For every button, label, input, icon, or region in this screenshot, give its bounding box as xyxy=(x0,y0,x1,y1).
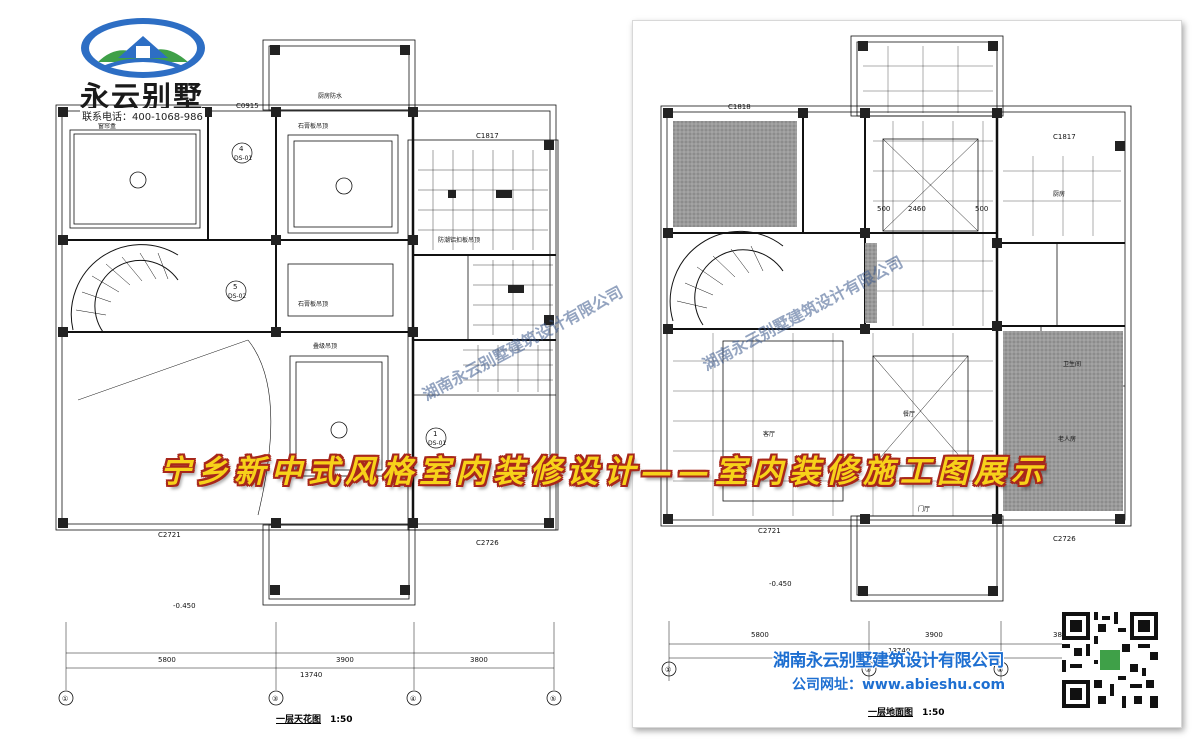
dimension-label: 2460 xyxy=(908,205,926,213)
ceiling-note: 厨房防水 xyxy=(318,92,342,100)
callout-ref: DS-01 xyxy=(428,440,446,447)
ceiling-note: 窗帘盒 xyxy=(98,122,116,130)
opening-label: C0915 xyxy=(236,102,259,110)
axis-label: ③ xyxy=(865,666,871,674)
brand-phone: 联系电话：400-1068-986 xyxy=(80,108,205,123)
opening-label: C1817 xyxy=(1053,133,1076,141)
headline-banner: 宁乡新中式风格室内装修设计——室内装修施工图展示 xyxy=(160,454,1048,490)
callout-number: 4 xyxy=(239,145,244,153)
qr-code-icon xyxy=(1062,612,1158,708)
ceiling-plan-drawing: C0915 C1817 C2721 C2726 石膏板吊顶 防潮铝扣板吊顶 厨房… xyxy=(55,39,562,706)
opening-label: C2726 xyxy=(1053,535,1076,543)
callout-ref: DS-01 xyxy=(234,155,252,162)
axis-label: ④ xyxy=(997,666,1003,674)
dimension-a: 5800 xyxy=(751,631,769,639)
room-label: 老人房 xyxy=(1058,435,1076,443)
plan-scale: 1:50 xyxy=(922,708,945,718)
dimension-total: 13740 xyxy=(888,647,910,655)
axis-label: ① xyxy=(665,666,671,674)
axis-label: ⑤ xyxy=(550,695,556,703)
callout-ref: DS-02 xyxy=(228,293,246,300)
dimension-b: 3900 xyxy=(336,656,354,664)
callout-number: 1 xyxy=(433,430,437,438)
axis-label: ④ xyxy=(410,695,416,703)
ceiling-plan-sheet: C0915 C1817 C2721 C2726 石膏板吊顶 防潮铝扣板吊顶 厨房… xyxy=(8,10,590,732)
dimension-label: 500 xyxy=(877,205,890,213)
axis-label: ① xyxy=(62,695,68,703)
floor-plan-title: 一层地面图 1:50 xyxy=(868,705,945,718)
ceiling-note: 叠级吊顶 xyxy=(313,342,337,350)
room-label: 餐厅 xyxy=(903,410,915,418)
dimension-c: 38 xyxy=(1053,631,1062,639)
dimension-a: 5800 xyxy=(158,656,176,664)
plan-title-text: 一层天花图 xyxy=(276,715,322,725)
opening-label: C2721 xyxy=(758,527,781,535)
plan-title-text: 一层地面图 xyxy=(868,708,914,718)
dimension-c: 3800 xyxy=(470,656,488,664)
logo-emblem-icon xyxy=(81,18,205,78)
elevation-mark: -0.450 xyxy=(769,580,792,588)
room-label: 门厅 xyxy=(918,505,930,513)
dimension-label: 500 xyxy=(975,205,988,213)
opening-label: C2721 xyxy=(158,531,181,539)
ceiling-note: 防潮铝扣板吊顶 xyxy=(438,236,480,244)
opening-label: C1817 xyxy=(476,132,499,140)
floor-plan-drawing: C1818 C1817 C2721 C2726 2460 500 500 客厅 … xyxy=(660,35,1132,681)
company-name: 湖南永云别墅建筑设计有限公司 xyxy=(773,651,1005,671)
callout-number: 5 xyxy=(233,283,237,291)
room-label: 客厅 xyxy=(763,430,775,438)
opening-label: C2726 xyxy=(476,539,499,547)
plan-scale: 1:50 xyxy=(330,715,353,725)
company-website: 公司网址：www.abieshu.com xyxy=(792,677,1006,693)
ceiling-note: 石膏板吊顶 xyxy=(298,300,328,308)
brand-logo xyxy=(58,12,228,120)
room-label: 厨房 xyxy=(1053,190,1065,198)
dimension-b: 3900 xyxy=(925,631,943,639)
room-label: 卫生间 xyxy=(1063,360,1081,368)
ceiling-plan-title: 一层天花图 1:50 xyxy=(276,712,353,725)
ceiling-note: 石膏板吊顶 xyxy=(298,122,328,130)
dimension-total: 13740 xyxy=(300,671,322,679)
axis-label: ③ xyxy=(272,695,278,703)
opening-label: C1818 xyxy=(728,103,751,111)
elevation-mark: -0.450 xyxy=(173,602,196,610)
floor-plan-sheet: C1818 C1817 C2721 C2726 2460 500 500 客厅 … xyxy=(632,20,1182,728)
